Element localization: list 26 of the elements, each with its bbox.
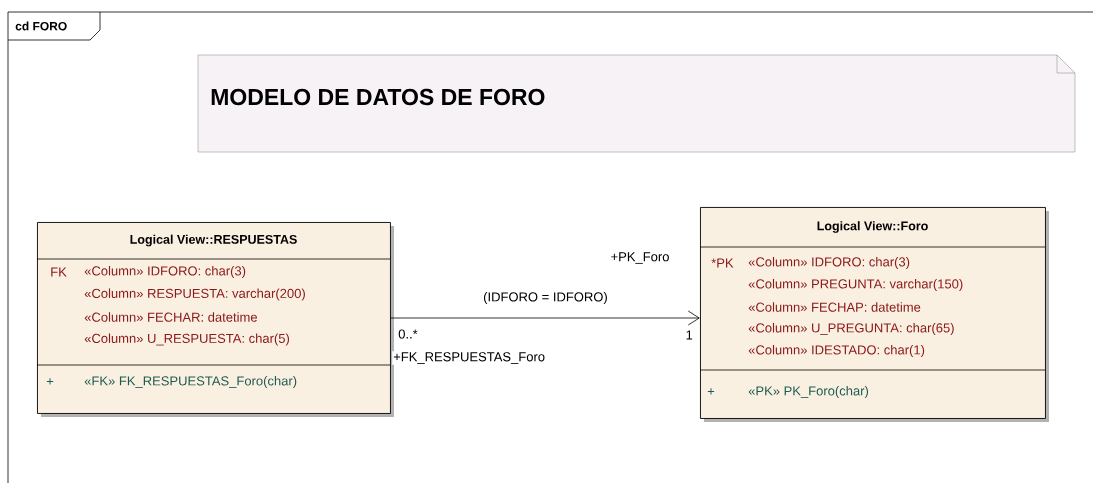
visibility-marker: +	[46, 378, 54, 385]
class-box	[699, 207, 1049, 422]
column-text: «Column» FECHAP: datetime	[748, 302, 921, 312]
visibility-marker: +	[707, 388, 715, 395]
class-name: Logical View::Foro	[817, 221, 928, 233]
column-text: «Column» IDFORO: char(3)	[84, 265, 246, 279]
column-text: «Column» U_PREGUNTA: char(65)	[748, 322, 954, 336]
multiplicity: 0..*	[397, 328, 419, 340]
column-text: «Column» FECHAR: datetime	[84, 312, 257, 322]
operation-text: «PK» PK_Foro(char)	[748, 385, 869, 399]
column-text: «Column» RESPUESTA: varchar(200)	[84, 288, 305, 301]
edge-label: (IDFORO = IDFORO)	[483, 291, 607, 305]
role-name: +FK_RESPUESTAS_Foro	[392, 351, 547, 365]
column-text: «Column» PREGUNTA: varchar(150)	[748, 278, 963, 292]
operation-text: «FK» FK_RESPUESTAS_Foro(char)	[84, 375, 297, 389]
key-marker: FK	[51, 267, 67, 277]
class-name: Logical View::RESPUESTAS	[130, 234, 297, 247]
multiplicity: 1	[684, 329, 694, 341]
note: MODELO DE DATOS DE FORO	[197, 54, 1076, 153]
column-text: «Column» IDESTADO: char(1)	[748, 344, 925, 358]
association-arrow	[390, 310, 700, 326]
key-marker: *PK	[711, 258, 734, 268]
role-name: +PK_Foro	[609, 251, 671, 265]
column-text: «Column» IDFORO: char(3)	[748, 256, 910, 270]
class-box	[36, 222, 394, 417]
column-text: «Column» U_RESPUESTA: char(5)	[84, 333, 290, 346]
